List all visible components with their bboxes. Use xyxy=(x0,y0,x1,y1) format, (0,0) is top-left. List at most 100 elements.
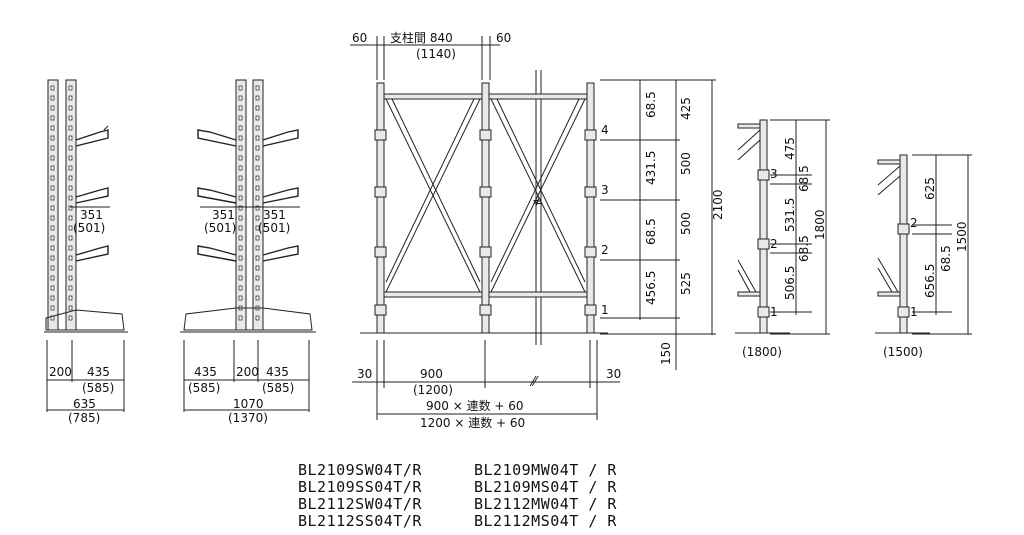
column-hole xyxy=(50,125,55,131)
arm-socket xyxy=(374,304,387,316)
total-depth: 1070 xyxy=(233,397,264,411)
arm-socket xyxy=(479,246,492,258)
bottom-brace xyxy=(488,291,588,298)
column-hole xyxy=(255,95,260,101)
outer-dim: 500 xyxy=(679,152,693,175)
column-holes xyxy=(50,85,73,321)
column-hole xyxy=(68,135,73,141)
bottom-brace xyxy=(383,291,483,298)
bay-width: 900 xyxy=(420,367,443,381)
column-hole xyxy=(238,215,243,221)
arm-socket xyxy=(479,129,492,141)
arm xyxy=(75,245,109,262)
arm-right xyxy=(262,187,299,204)
column-hole xyxy=(238,255,243,261)
base xyxy=(183,307,313,331)
arm-depth-left: 435 xyxy=(194,365,217,379)
column-hole xyxy=(238,125,243,131)
base-height: 150 xyxy=(659,342,673,365)
arm-socket xyxy=(374,246,387,258)
column-hole xyxy=(68,105,73,111)
column-hole xyxy=(238,235,243,241)
arm-depth-right: 435 xyxy=(266,365,289,379)
dim-a: 475 xyxy=(783,137,797,160)
arm-socket xyxy=(374,186,387,198)
formula-1: 900 × 連数 + 60 xyxy=(426,398,524,413)
dim-a: 531.5 xyxy=(783,198,797,232)
svg-text:⁄⁄: ⁄⁄ xyxy=(529,375,539,390)
arm-right xyxy=(262,245,299,262)
bottom-offset-right: 30 xyxy=(606,367,621,381)
level-label: 3 xyxy=(770,167,778,181)
column-hole xyxy=(50,135,55,141)
total-depth-alt: (1370) xyxy=(228,411,268,425)
base xyxy=(45,309,125,331)
column-hole xyxy=(255,185,260,191)
arm-socket xyxy=(584,246,597,258)
column-hole xyxy=(255,275,260,281)
col-width: 200 xyxy=(236,365,259,379)
column-hole xyxy=(50,215,55,221)
arm-length-right-alt: (501) xyxy=(258,221,290,235)
column-hole xyxy=(255,245,260,251)
top-brace xyxy=(877,159,901,165)
column-hole xyxy=(68,295,73,301)
column-hole xyxy=(50,235,55,241)
top-brace xyxy=(737,123,761,129)
model-code: BL2112MW04T / R xyxy=(474,495,617,513)
formula-2: 1200 × 連数 + 60 xyxy=(420,415,525,430)
column-hole xyxy=(238,145,243,151)
column-hole xyxy=(68,255,73,261)
column-hole xyxy=(68,145,73,151)
column-hole xyxy=(68,285,73,291)
inner-dim: 68.5 xyxy=(644,218,658,245)
column-hole xyxy=(50,165,55,171)
bottom-brace xyxy=(877,291,901,297)
column-hole xyxy=(50,295,55,301)
column-hole xyxy=(238,85,243,91)
arm-length: 351 xyxy=(80,208,103,222)
arm-left xyxy=(197,245,237,262)
column-hole xyxy=(255,315,260,321)
column-hole xyxy=(50,265,55,271)
column-hole xyxy=(255,165,260,171)
front-view: 60 支柱間 840 (1140) 60 ≉ xyxy=(350,30,725,430)
model-code: BL2109SS04T/R xyxy=(298,478,422,496)
arm-depth-alt: (585) xyxy=(82,381,114,395)
column-hole xyxy=(50,195,55,201)
level-label: 3 xyxy=(601,183,609,197)
arm-depth: 435 xyxy=(87,365,110,379)
column-hole xyxy=(68,225,73,231)
column-hole xyxy=(68,305,73,311)
dim-a: 506.5 xyxy=(783,266,797,300)
dim-b: 68.5 xyxy=(939,245,953,272)
column-hole xyxy=(68,265,73,271)
column-hole xyxy=(68,115,73,121)
column-hole xyxy=(68,315,73,321)
arm-depth-left-alt: (585) xyxy=(188,381,220,395)
column-hole xyxy=(68,275,73,281)
column-hole xyxy=(255,145,260,151)
column-hole xyxy=(238,105,243,111)
column-hole xyxy=(68,245,73,251)
column-hole xyxy=(238,225,243,231)
column-hole xyxy=(255,175,260,181)
arm-socket xyxy=(897,223,910,235)
arm-socket xyxy=(584,129,597,141)
column-hole xyxy=(255,195,260,201)
column xyxy=(899,154,908,334)
column-hole xyxy=(50,105,55,111)
column-hole xyxy=(238,205,243,211)
column-hole xyxy=(238,115,243,121)
caption: (1500) xyxy=(883,345,923,359)
column-hole xyxy=(68,95,73,101)
arm-length-left-alt: (501) xyxy=(204,221,236,235)
bay-width-alt: (1200) xyxy=(413,383,453,397)
model-code: BL2112SW04T/R xyxy=(298,495,422,513)
column xyxy=(586,82,595,334)
arm-socket xyxy=(479,304,492,316)
column-hole xyxy=(238,185,243,191)
outer-dim: 500 xyxy=(679,212,693,235)
column-hole xyxy=(255,105,260,111)
side-view-double: 351 (501) 351 (501) 435 (585) 200 435 (5… xyxy=(180,79,316,425)
